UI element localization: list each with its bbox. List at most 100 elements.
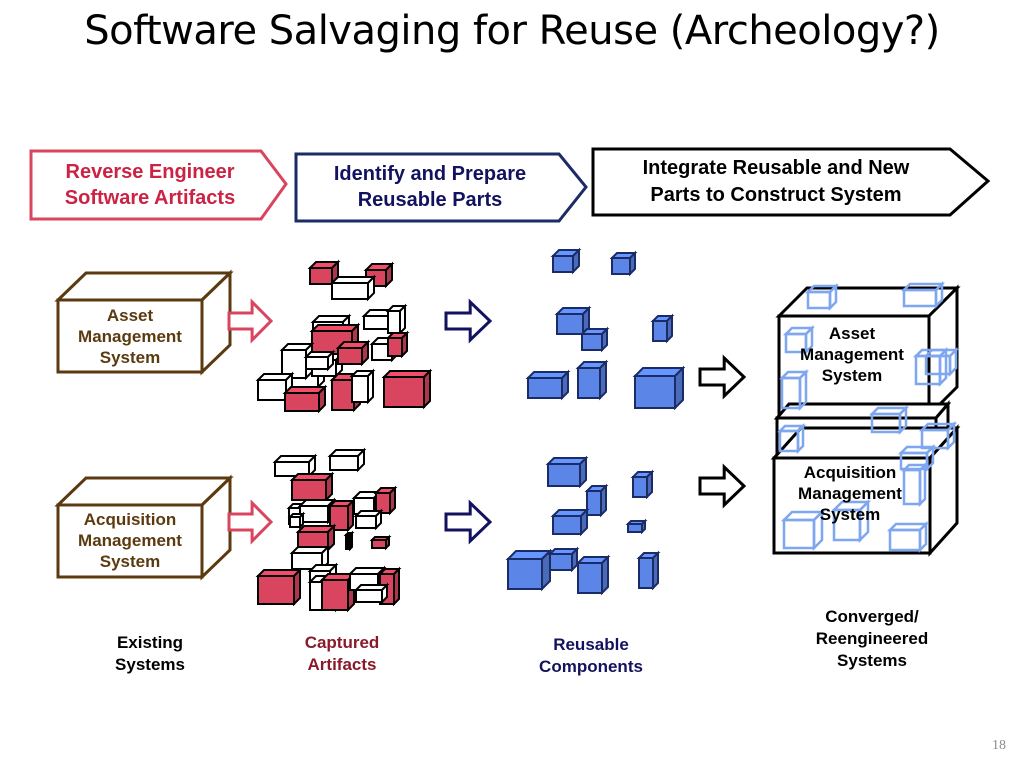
captured-artifact-bottom-3 [289,471,335,503]
integrated-component-14 [922,346,960,378]
arrow-reusable-to-converged-bottom-icon [698,463,747,509]
caption-captured-artifacts: Captured Artifacts [282,632,402,676]
integrated-component-9 [780,508,826,552]
captured-artifact-top-11 [385,330,410,359]
step-integrate: Integrate Reusable and New Parts to Cons… [591,147,991,217]
converged-asset-system-box [775,284,961,419]
existing-acquisition-line3: System [100,552,160,571]
existing-acquisition-system-box: Acquisition Management System [54,474,234,581]
captured-artifact-top-12 [335,339,371,367]
existing-asset-system-box: Asset Management System [54,269,234,376]
caption-converged-line2: Reengineered [815,629,929,648]
step-integrate-line2: Parts to Construct System [650,184,901,206]
converged-acquisition-line1: Acquisition [804,463,897,482]
existing-asset-line3: System [100,348,160,367]
caption-existing-line1: Existing [116,633,184,652]
caption-existing-line2: Systems [115,655,185,674]
captured-artifact-bottom-1 [272,453,318,479]
captured-artifact-top-19 [303,349,336,372]
existing-acquisition-line2: Management [78,531,182,550]
reusable-component-3 [554,305,592,337]
integrated-component-11 [886,520,930,554]
arrow-acquisition-to-captured-icon [227,499,274,545]
existing-asset-line1: Asset [107,306,154,325]
caption-captured-line2: Artifacts [307,655,377,674]
captured-artifact-top-1 [307,259,341,287]
step-integrate-line1: Integrate Reusable and New [643,157,910,179]
reusable-component-15 [547,546,580,573]
step-identify-line1: Identify and Prepare [334,163,526,185]
caption-reusable-components: Reusable Components [516,634,666,678]
captured-artifact-bottom-8 [373,485,398,516]
converged-asset-line3: System [822,366,882,385]
reusable-component-17 [636,550,661,591]
converged-asset-line1: Asset [829,324,876,343]
reusable-component-7 [575,359,609,401]
captured-artifact-bottom-10 [295,523,337,553]
converged-asset-line2: Management [800,345,904,364]
cube-clusters [255,247,686,613]
captured-artifact-bottom-21 [353,582,390,605]
arrow-reusable-to-converged-top-icon [698,354,747,400]
slide-title: Software Salvaging for Reuse (Archeology… [84,8,940,54]
integrated-component-10 [830,498,872,544]
page-number: 18 [992,738,1006,753]
reusable-component-12 [550,507,590,537]
reusable-component-5 [650,313,675,344]
converged-acquisition-line3: System [820,505,880,524]
reusable-component-10 [584,483,609,518]
caption-reusable-line1: Reusable [553,635,629,654]
captured-artifact-top-3 [329,274,377,302]
reusable-component-1 [550,247,582,275]
reusable-component-4 [579,326,610,353]
integrated-component-7 [776,422,807,455]
caption-reusable-line2: Components [539,657,643,676]
integrated-component-4 [778,368,810,412]
captured-artifact-top-17 [381,368,433,410]
arrow-captured-to-reusable-top-icon [444,298,493,344]
captured-artifact-bottom-13 [289,544,331,572]
converged-labels: Asset Management System Acquisition Mana… [798,324,904,524]
caption-converged-line1: Converged/ [825,607,919,626]
existing-acquisition-line1: Acquisition [84,510,177,529]
caption-captured-line1: Captured [304,633,380,652]
step-identify-prepare: Identify and Prepare Reusable Parts [294,152,588,223]
reusable-component-11 [630,469,655,500]
reusable-component-2 [609,250,638,277]
step-identify-line2: Reusable Parts [358,189,503,211]
captured-artifact-top-6 [385,303,408,336]
integrated-component-12 [900,461,929,508]
integrated-component-2 [900,280,946,310]
integrated-component-13 [918,420,958,452]
integrated-component-1 [804,282,840,312]
step-reverse-engineer-line1: Reverse Engineer [66,161,235,183]
converged-acquisition-line2: Management [798,484,902,503]
captured-artifact-bottom-11 [343,530,355,552]
captured-artifact-bottom-15 [255,567,303,607]
arrow-captured-to-reusable-bottom-icon [444,499,493,545]
reusable-component-13 [625,518,648,535]
reusable-component-9 [545,455,589,489]
converged-acquisition-system-box [770,424,961,557]
captured-artifact-bottom-2 [327,447,367,473]
step-reverse-engineer-line2: Software Artifacts [65,187,235,209]
reusable-component-16 [575,554,611,596]
captured-artifact-bottom-12 [369,534,392,551]
reusable-component-8 [632,365,686,411]
arrow-asset-to-captured-icon [227,298,274,344]
captured-artifact-bottom-20 [287,511,306,530]
reusable-component-6 [525,369,571,401]
step-reverse-engineer: Reverse Engineer Software Artifacts [29,149,288,221]
integrated-component-outlines [776,280,960,554]
captured-artifact-top-15 [282,384,328,414]
integrated-component-3 [782,324,816,356]
reusable-component-14 [505,548,553,592]
integrated-component-6 [868,404,910,436]
existing-asset-line2: Management [78,327,182,346]
captured-artifact-top-18 [349,368,376,405]
captured-artifact-bottom-9 [353,508,384,531]
caption-converged-systems: Converged/ Reengineered Systems [790,606,954,672]
block-arrows [227,298,747,545]
caption-converged-line3: Systems [837,651,907,670]
